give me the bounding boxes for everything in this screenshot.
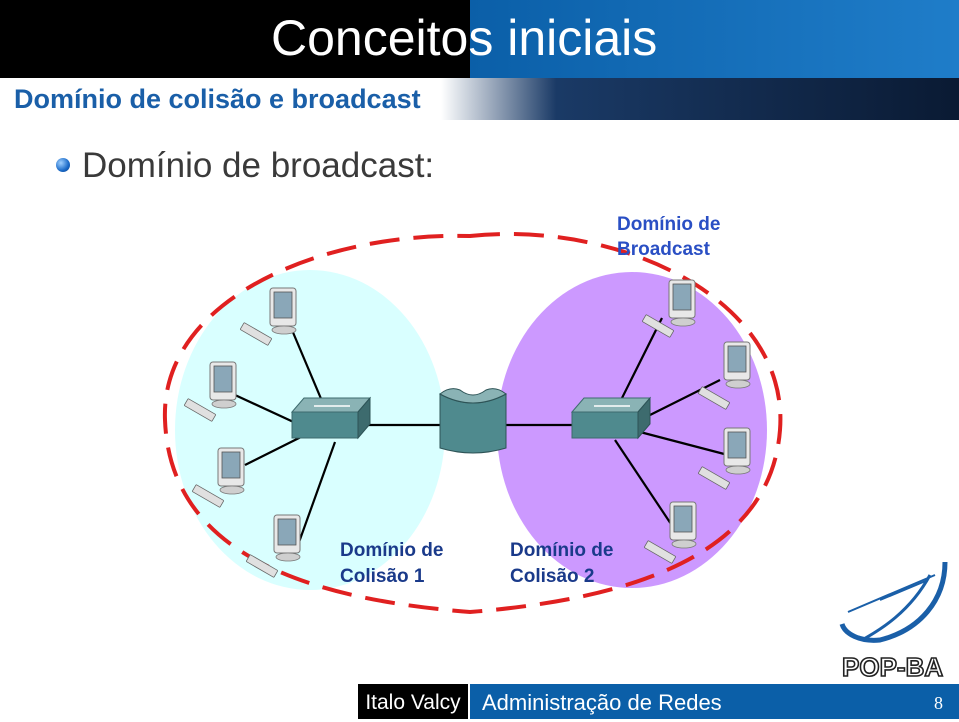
hub-right <box>570 396 652 440</box>
bridge-device <box>439 388 507 454</box>
hub-left <box>290 396 372 440</box>
bullet-text: Domínio de broadcast: <box>82 146 435 185</box>
slide-title: Conceitos iniciais <box>271 10 658 66</box>
collision-domain-1-label-line2: Colisão 1 <box>340 566 425 587</box>
footer-course-bar <box>470 684 959 719</box>
subtitle-bar <box>0 78 959 120</box>
broadcast-domain-label-line2: Broadcast <box>617 239 711 260</box>
pop-ba-logo: POP-BA <box>839 561 948 683</box>
slide-subtitle: Domínio de colisão e broadcast <box>14 84 421 114</box>
broadcast-domain-border <box>162 231 783 615</box>
collision-domain-2-label-line2: Colisão 2 <box>510 566 594 587</box>
footer-course: Administração de Redes <box>482 690 722 715</box>
broadcast-domain-label-line1: Domínio de <box>617 214 720 235</box>
page-number: 8 <box>934 693 943 713</box>
collision-domain-2-label-line1: Domínio de <box>510 540 613 561</box>
footer-author: Italo Valcy <box>358 684 468 719</box>
header-bar <box>0 0 959 78</box>
pop-ba-logo-text: POP-BA <box>842 652 943 682</box>
collision-domain-1-label-line1: Domínio de <box>340 540 443 561</box>
bullet-icon <box>56 158 70 172</box>
